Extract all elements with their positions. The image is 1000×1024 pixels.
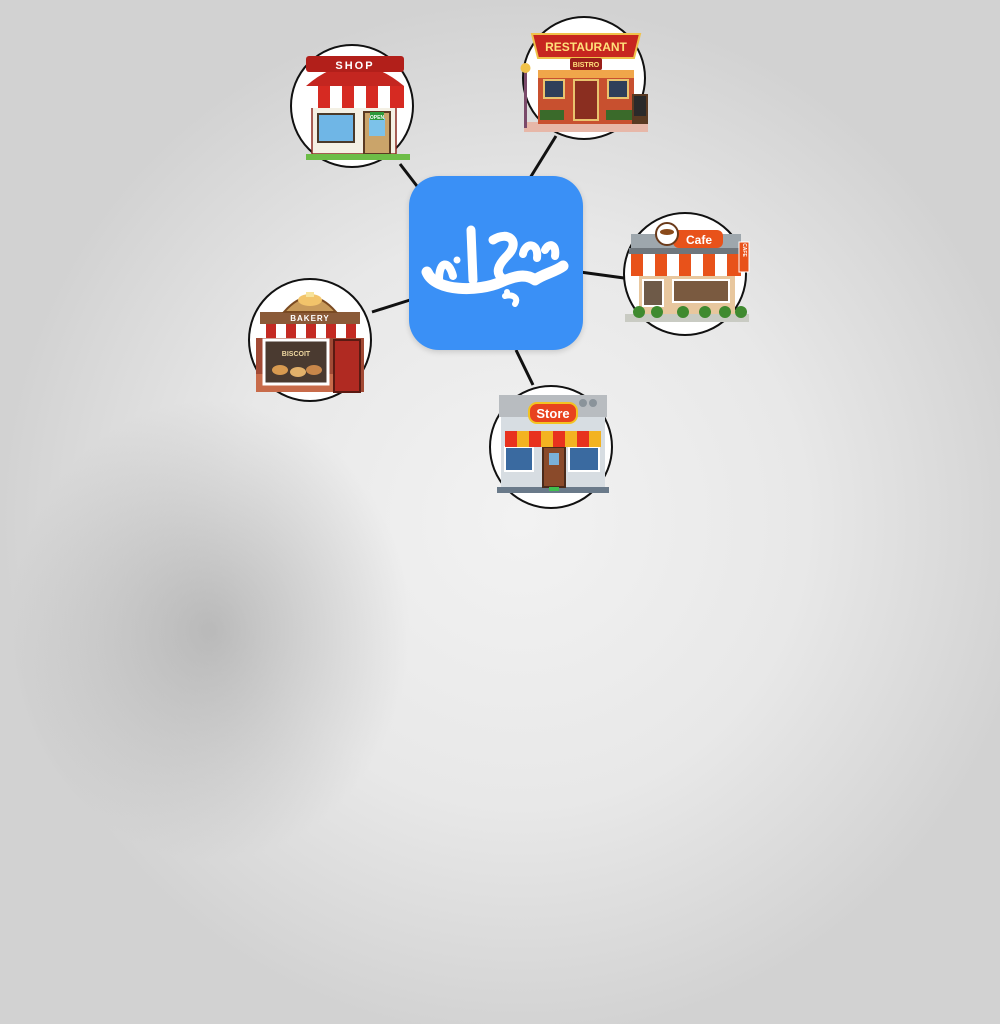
node-store: Store <box>489 385 613 509</box>
connector-restaurant <box>528 135 558 179</box>
shop-sign: SHOP <box>335 60 374 72</box>
cafe-sign: Cafe <box>686 233 712 247</box>
node-shop: SHOP OPEN <box>290 44 414 168</box>
store-storefront-icon: Store <box>497 395 609 493</box>
connector-store <box>514 349 535 386</box>
cafe-side-sign: CAFE <box>741 243 747 257</box>
node-cafe: Cafe CAFE <box>623 212 750 336</box>
brand-logo-tile <box>409 176 583 350</box>
node-restaurant: RESTAURANT BISTRO <box>520 16 648 140</box>
restaurant-bistro-sign: BISTRO <box>573 62 600 69</box>
restaurant-sign: RESTAURANT <box>545 40 627 54</box>
bakery-storefront-icon: BAKERY BISCOIT <box>256 292 364 393</box>
connector-bakery <box>371 298 411 314</box>
restaurant-storefront-icon: RESTAURANT BISTRO <box>520 33 648 132</box>
shop-storefront-icon: SHOP OPEN <box>306 56 410 160</box>
brand-logo <box>421 225 569 307</box>
store-sign: Store <box>536 406 569 421</box>
node-bakery: BAKERY BISCOIT <box>248 278 372 402</box>
bakery-window-text: BISCOIT <box>282 351 311 358</box>
connector-cafe <box>579 270 625 280</box>
shop-open-tag: OPEN <box>370 115 385 121</box>
bakery-sign: BAKERY <box>290 314 329 323</box>
cafe-storefront-icon: Cafe CAFE <box>625 222 750 322</box>
